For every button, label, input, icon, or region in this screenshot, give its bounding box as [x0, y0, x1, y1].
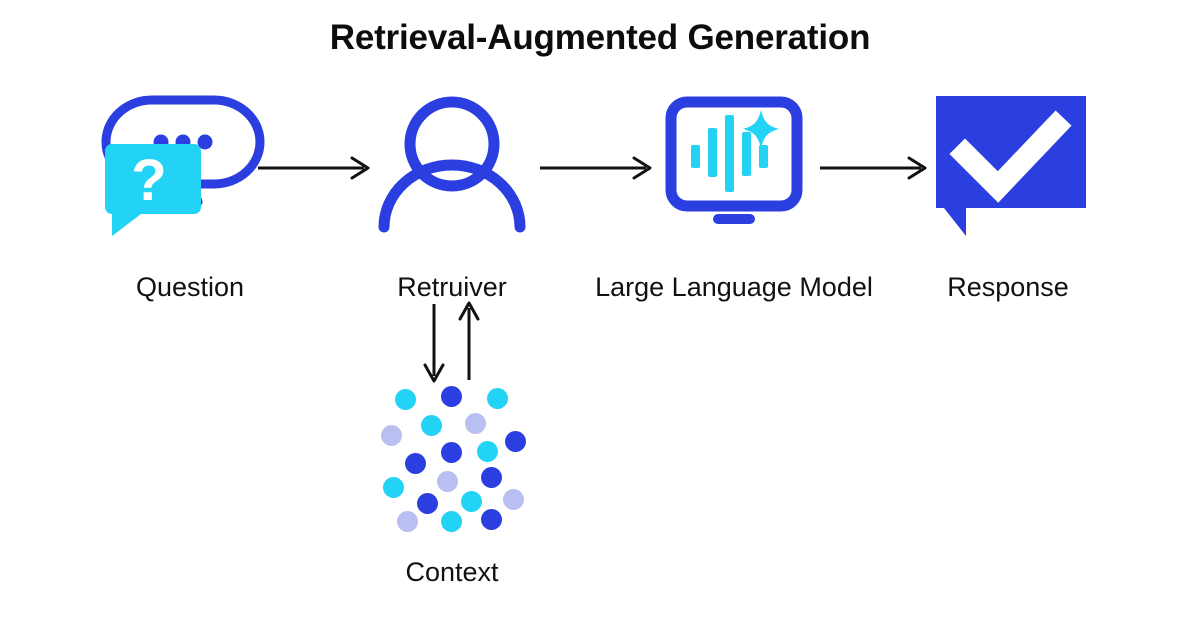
context-dot	[437, 471, 458, 492]
context-dot	[397, 511, 418, 532]
question-mark-glyph: ?	[131, 148, 166, 213]
question-speech-bubbles-icon: ?	[90, 88, 290, 253]
arrow-llm-to-response	[820, 156, 927, 180]
context-dot	[405, 453, 426, 474]
sparkle-icon	[743, 110, 779, 148]
context-dot	[417, 493, 438, 514]
context-dot	[381, 425, 402, 446]
context-dot	[481, 467, 502, 488]
context-dot	[481, 509, 502, 530]
checkmark-icon	[949, 110, 1072, 203]
monitor-stand-shape	[713, 214, 755, 224]
context-dot	[461, 491, 482, 512]
arrow-retriever-to-context	[423, 304, 445, 383]
person-head-shape	[404, 96, 500, 192]
context-dot	[395, 389, 416, 410]
arrow-question-to-retriever	[258, 156, 370, 180]
context-dot	[441, 511, 462, 532]
dot-cluster-icon	[377, 385, 527, 535]
context-dot	[441, 442, 462, 463]
context-dot	[487, 388, 508, 409]
page-title: Retrieval-Augmented Generation	[329, 18, 871, 57]
node-context-label: Context	[405, 557, 499, 587]
node-response-label: Response	[947, 272, 1069, 302]
context-dot	[421, 415, 442, 436]
context-dot	[441, 386, 462, 407]
context-dot	[465, 413, 486, 434]
check-speech-bubble-icon	[908, 88, 1108, 253]
person-icon	[352, 88, 552, 253]
monitor-waveform-sparkle-icon	[634, 88, 834, 253]
question-bubble-shape	[105, 144, 201, 236]
node-question-label: Question	[135, 272, 245, 302]
context-dot	[477, 441, 498, 462]
context-dot	[503, 489, 524, 510]
context-dot	[383, 477, 404, 498]
node-context[interactable]: Context	[352, 385, 552, 587]
context-dot	[505, 431, 526, 452]
arrow-context-to-retriever	[458, 301, 480, 380]
waveform-bars-icon	[691, 115, 768, 192]
person-shoulders-shape	[378, 159, 526, 233]
node-llm-label: Large Language Model	[595, 272, 873, 302]
arrow-retriever-to-llm	[540, 156, 652, 180]
node-retriever-label: Retruiver	[397, 272, 507, 302]
